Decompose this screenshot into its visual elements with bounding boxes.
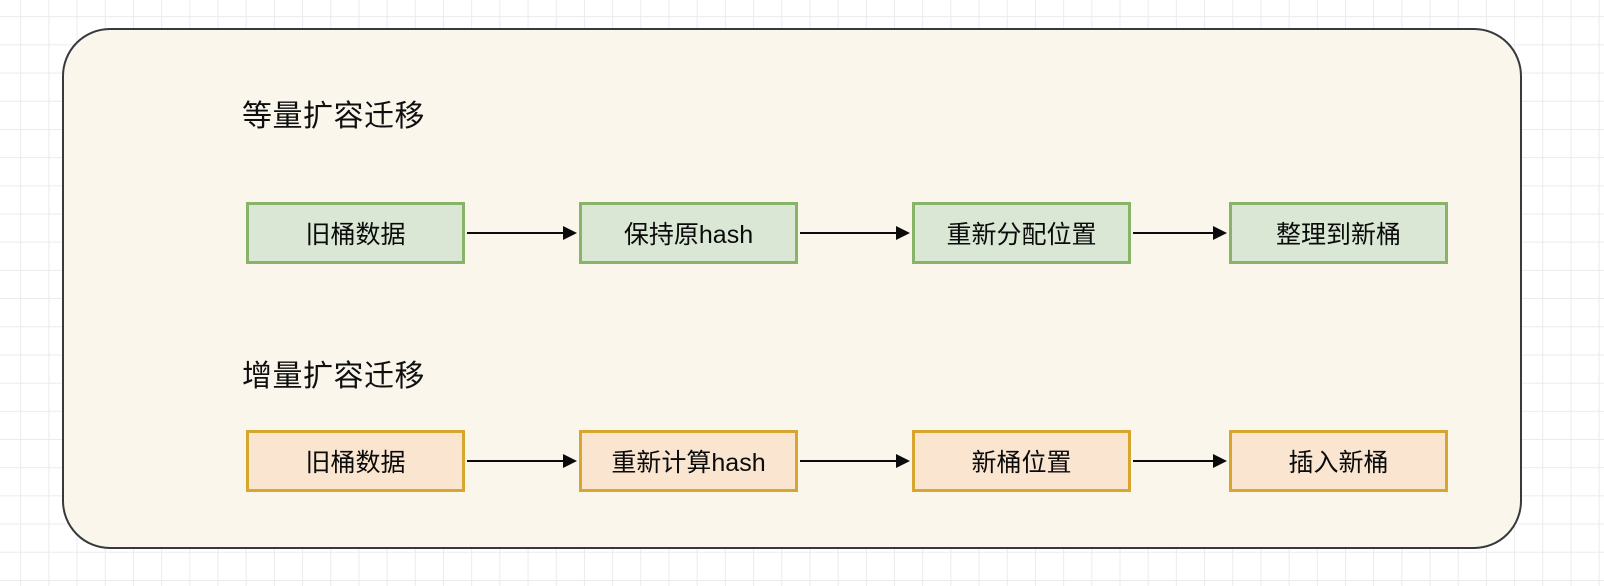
arrow-shaft	[800, 232, 898, 234]
node-new-bucket-position[interactable]: 新桶位置	[912, 430, 1131, 492]
node-recompute-hash[interactable]: 重新计算hash	[579, 430, 798, 492]
arrow-head	[563, 226, 577, 240]
arrow-head	[896, 226, 910, 240]
section-title-incremental-capacity: 增量扩容迁移	[242, 360, 425, 393]
arrow-icon-orange-3	[1133, 454, 1227, 468]
arrow-shaft	[1133, 232, 1215, 234]
node-organize-into-new-bucket[interactable]: 整理到新桶	[1229, 202, 1448, 264]
node-keep-original-hash[interactable]: 保持原hash	[579, 202, 798, 264]
arrow-head	[563, 454, 577, 468]
flow-row-incremental-capacity: 旧桶数据 重新计算hash 新桶位置 插入新桶	[64, 430, 1520, 494]
arrow-shaft	[467, 460, 565, 462]
arrow-icon-orange-2	[800, 454, 910, 468]
arrow-head	[896, 454, 910, 468]
arrow-icon-green-3	[1133, 226, 1227, 240]
arrow-icon-orange-1	[467, 454, 577, 468]
flow-row-equal-capacity: 旧桶数据 保持原hash 重新分配位置 整理到新桶	[64, 202, 1520, 266]
arrow-shaft	[800, 460, 898, 462]
arrow-shaft	[1133, 460, 1215, 462]
arrow-icon-green-2	[800, 226, 910, 240]
node-old-bucket-data-green[interactable]: 旧桶数据	[246, 202, 465, 264]
arrow-shaft	[467, 232, 565, 234]
arrow-head	[1213, 454, 1227, 468]
diagram-panel: 等量扩容迁移 旧桶数据 保持原hash 重新分配位置 整理到新桶 增量扩容迁移	[62, 28, 1522, 549]
node-insert-into-new-bucket[interactable]: 插入新桶	[1229, 430, 1448, 492]
arrow-icon-green-1	[467, 226, 577, 240]
section-title-equal-capacity: 等量扩容迁移	[242, 100, 425, 133]
node-old-bucket-data-orange[interactable]: 旧桶数据	[246, 430, 465, 492]
node-reassign-position[interactable]: 重新分配位置	[912, 202, 1131, 264]
arrow-head	[1213, 226, 1227, 240]
